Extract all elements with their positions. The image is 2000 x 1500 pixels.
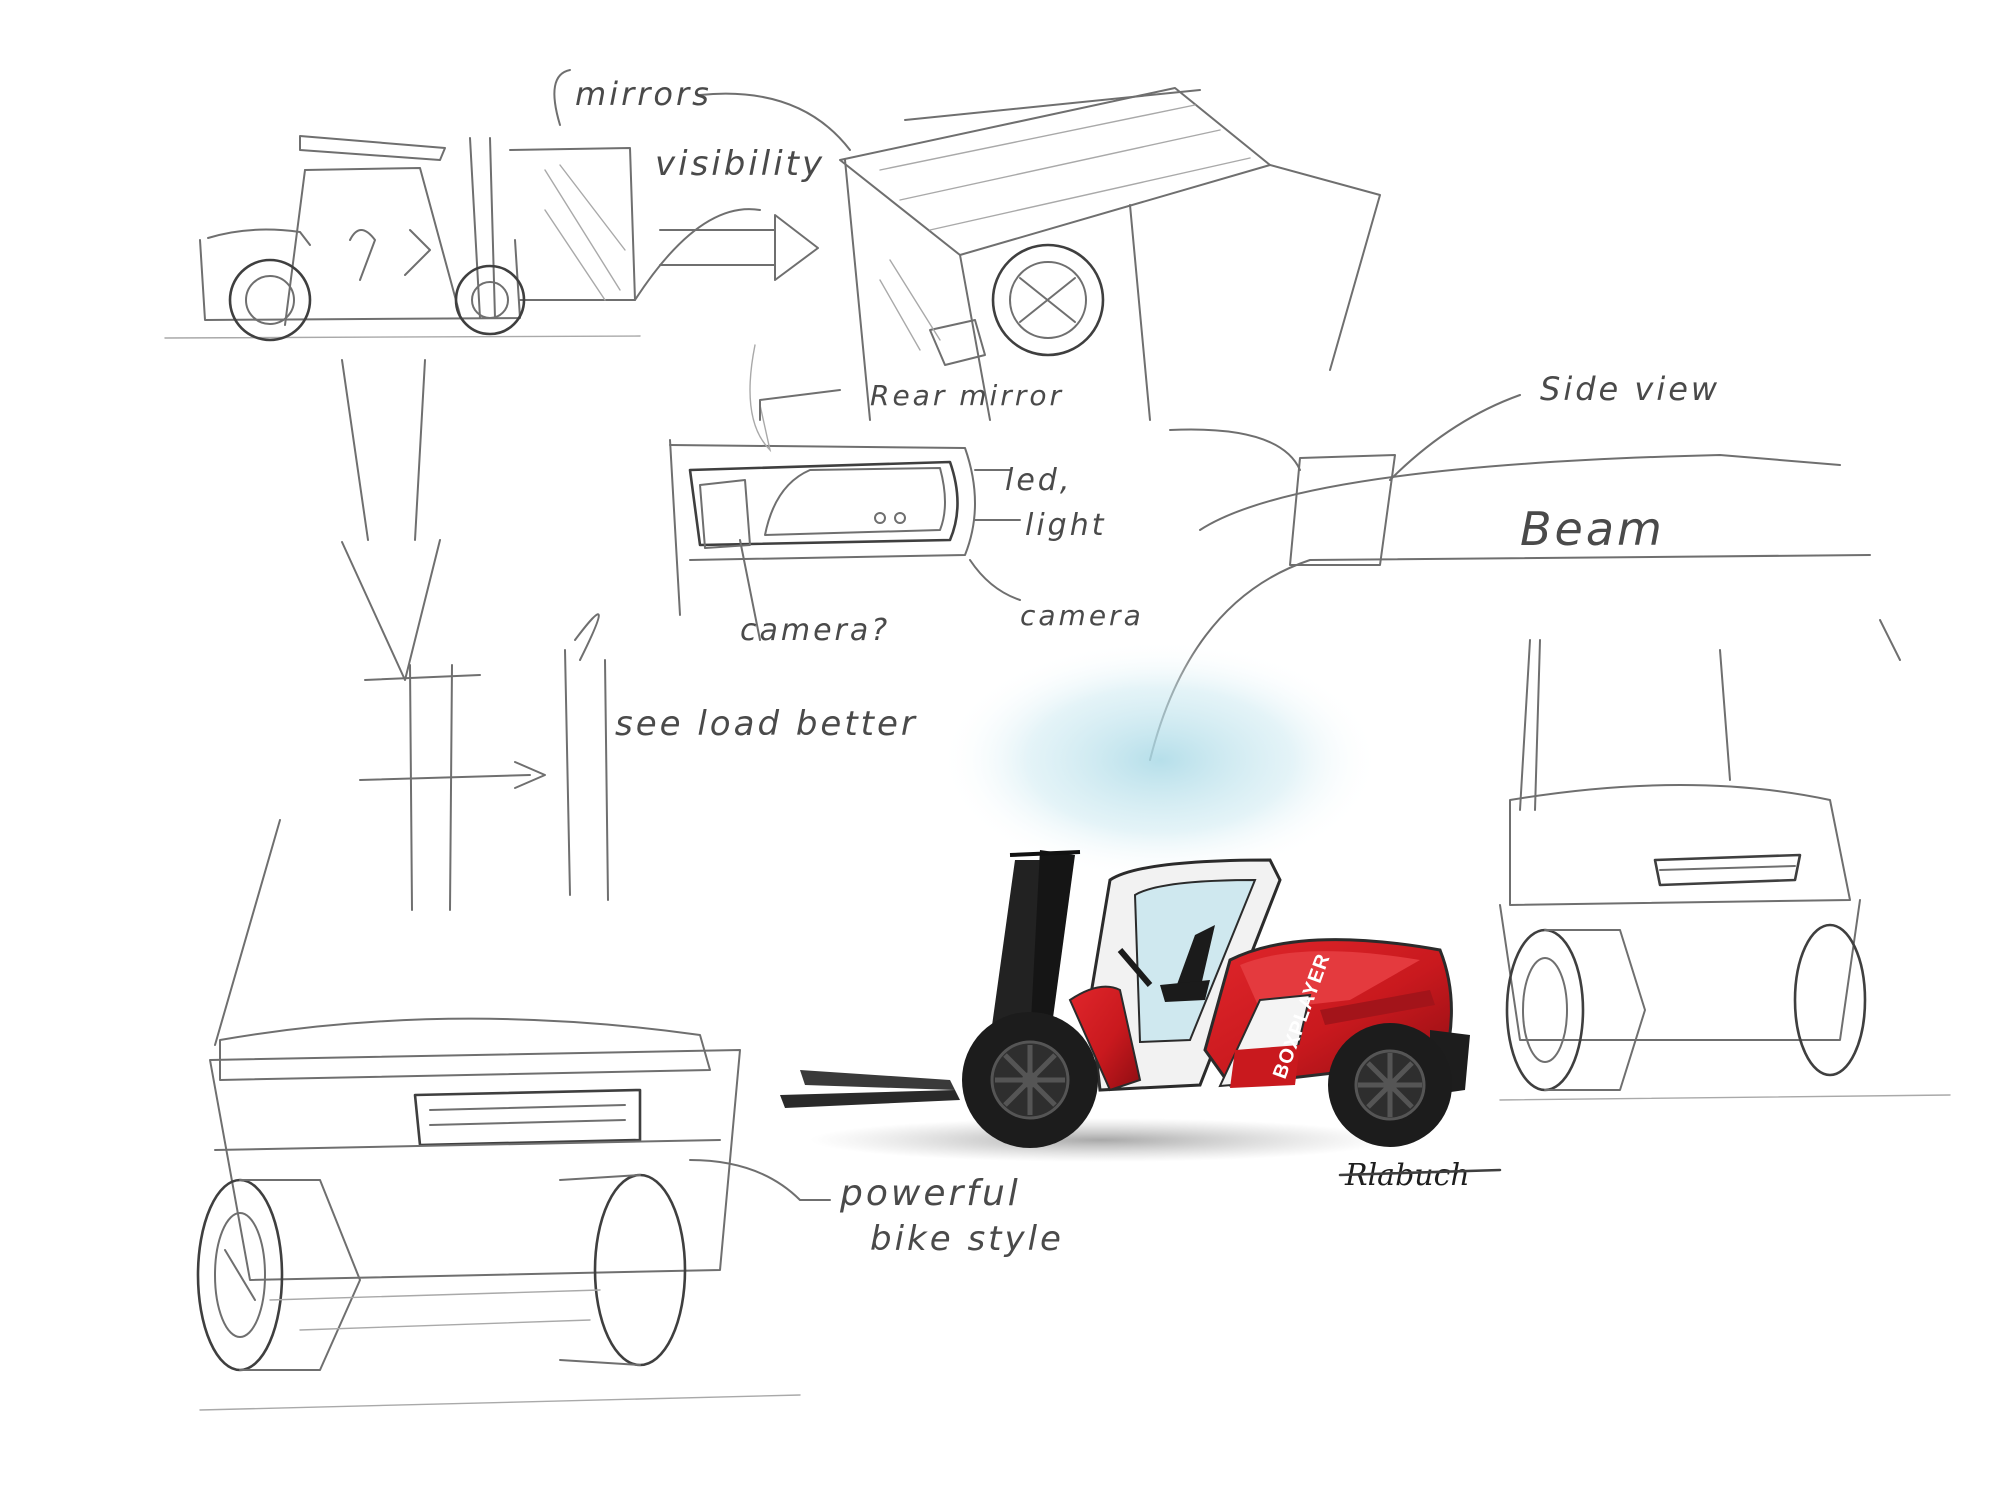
rear-view-sketch-left xyxy=(196,819,831,1411)
forklift-render: BOXPLAYER xyxy=(780,640,1470,1162)
vertical-flow-arrows xyxy=(341,208,841,911)
annotation-beam: Beam xyxy=(1520,502,1665,556)
annotation-rear-mirror: Rear mirror xyxy=(870,379,1064,412)
signature-underline xyxy=(1338,1168,1502,1177)
led-light-panel-sketch xyxy=(669,439,1021,641)
annotation-side-view: Side view xyxy=(1540,370,1720,408)
annotation-leaders xyxy=(553,69,1521,481)
front-wheel xyxy=(962,1012,1098,1148)
annotation-camera: camera xyxy=(1020,599,1144,632)
annotation-led: led, xyxy=(1005,463,1072,498)
small-forklift-sketch xyxy=(164,135,819,342)
annotation-powerful: powerful xyxy=(839,1173,1021,1214)
annotation-bike-style: bike style xyxy=(870,1219,1064,1259)
rear-wheel xyxy=(1328,1023,1452,1147)
annotation-visibility: visibility xyxy=(655,144,825,184)
annotation-camera-question: camera? xyxy=(740,613,890,648)
annotation-mirrors: mirrors xyxy=(575,75,712,113)
cabin-roof-sketch xyxy=(839,87,1381,421)
annotation-see-load-better: see load better xyxy=(615,704,918,744)
annotation-light-text: light xyxy=(1025,508,1107,543)
